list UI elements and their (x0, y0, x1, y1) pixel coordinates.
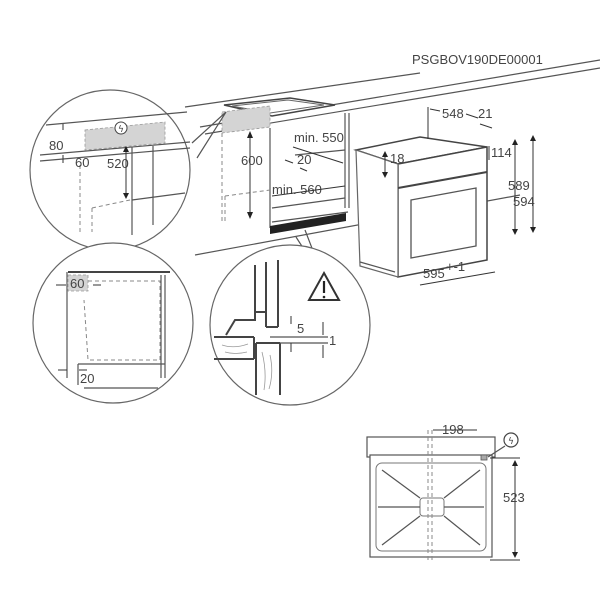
cable-height-label: 520 (107, 156, 129, 171)
oven-dimensions: 548 21 18 114 589 594 595 +-1 (382, 106, 536, 286)
clearance-height-label: 80 (49, 138, 63, 153)
bottom-gap-label: 20 (80, 371, 94, 386)
model-code: PSGBOV190DE00001 (412, 52, 543, 67)
niche-depth-label: min. 550 (294, 130, 344, 145)
side-clearance-label: 60 (70, 276, 84, 291)
top-offset-label: 18 (390, 151, 404, 166)
panel-height-label: 114 (491, 145, 512, 160)
niche-height-label: 600 (241, 153, 263, 168)
gap-upper-label: 5 (297, 321, 304, 336)
oven-depth-label: 548 (442, 106, 464, 121)
svg-text:ϟ: ϟ (118, 125, 124, 135)
electrical-connection-icon (503, 432, 519, 448)
detail-circle-bottom-center: 5 1 (209, 244, 371, 406)
detail-circle-top-left: ϟ 80 60 520 (29, 89, 191, 251)
rear-view: 198 ϟ 523 (366, 422, 525, 561)
cable-offset-label: 198 (442, 422, 464, 437)
gap-lower-label: 1 (329, 333, 336, 348)
svg-text:ϟ: ϟ (508, 437, 514, 447)
total-height-label: 594 (513, 194, 535, 209)
front-thickness-label: 21 (478, 106, 492, 121)
niche-cabinet (221, 105, 350, 234)
warning-triangle-icon (307, 270, 341, 301)
oven-width-tolerance: +-1 (446, 259, 465, 274)
niche-width-label: min. 560 (272, 182, 322, 197)
oven-width-label: 595 (423, 266, 445, 281)
electrical-connection-icon (114, 121, 128, 135)
oven-unit (353, 136, 488, 278)
back-gap-label: 20 (297, 152, 311, 167)
body-height-label: 589 (508, 178, 530, 193)
clearance-depth-label: 60 (75, 155, 89, 170)
rear-cable-height-label: 523 (503, 490, 525, 505)
niche-dimensions: 600 min. 550 20 min. 560 (241, 130, 346, 219)
detail-circle-bottom-left: 60 20 (32, 242, 194, 404)
